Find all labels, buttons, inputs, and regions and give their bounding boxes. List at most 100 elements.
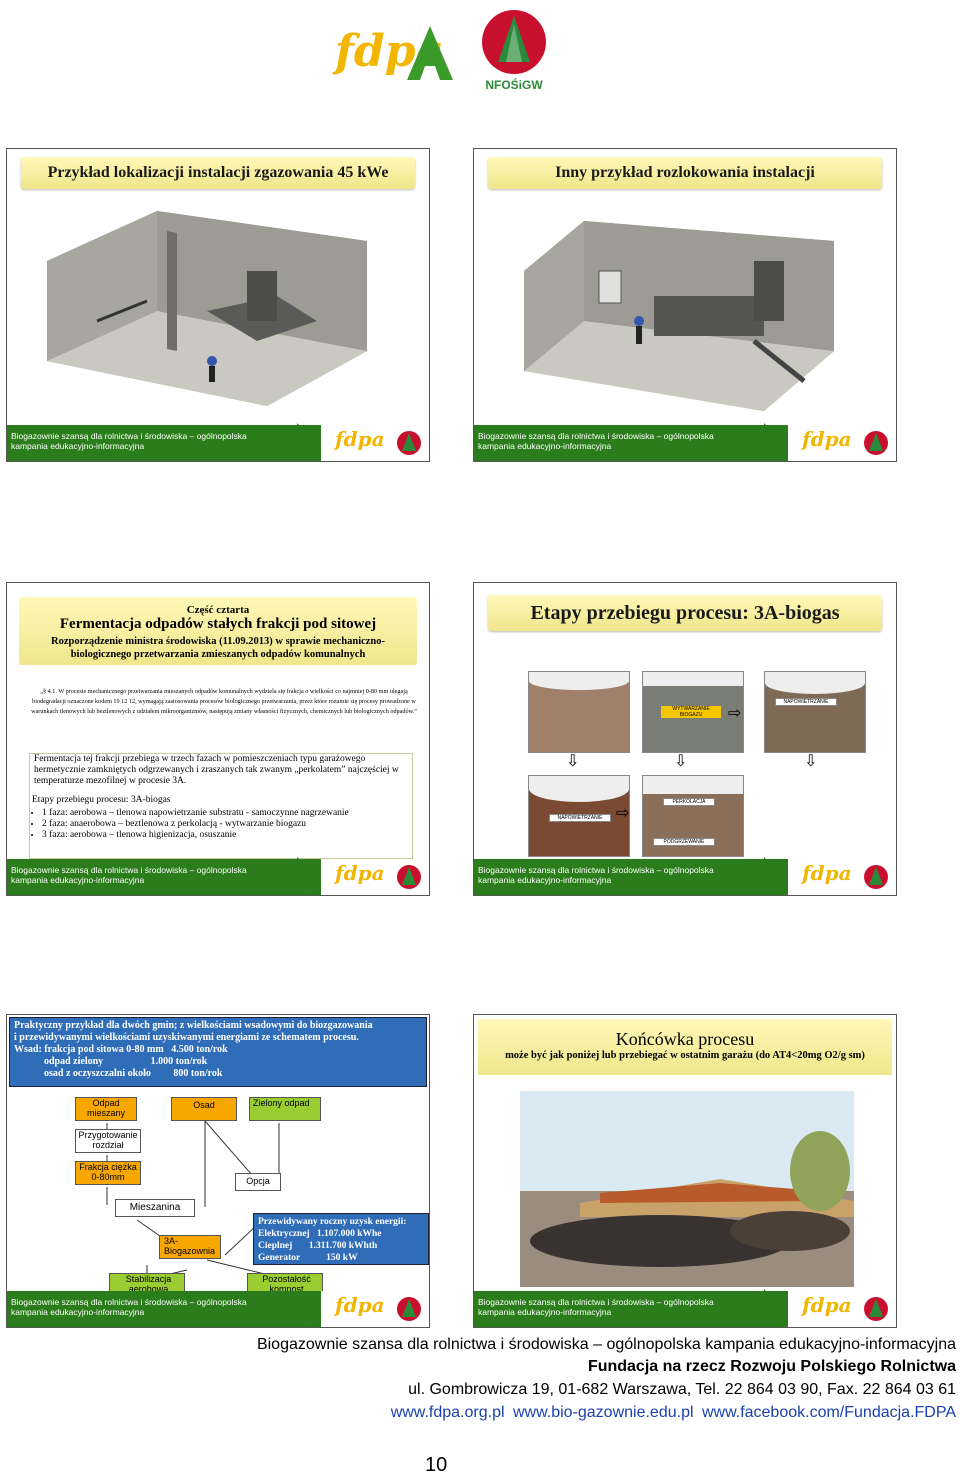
footer-logos: fdpa [788, 1291, 896, 1327]
footer-logos: fdpa [788, 859, 896, 895]
footer-text: Biogazownie szansą dla rolnictwa i środo… [11, 865, 247, 885]
slide-3-stages-list: 1 faza: aerobowa – tlenowa napowietrzani… [32, 808, 410, 841]
slide-5-info-box: Praktyczny przykład dla dwóch gmin; z wi… [9, 1017, 427, 1087]
nfosigw-emblem-icon [482, 10, 546, 74]
footer-fdpa-logo: fdpa [335, 1293, 385, 1317]
flow-frakcja: Frakcja ciężka 0-80mm [75, 1161, 141, 1185]
arrow-down-icon: ⇩ [566, 753, 580, 770]
slide-3: Część cztarta Fermentacja odpadów stałyc… [6, 582, 430, 896]
flow-opcja: Opcja [235, 1173, 281, 1191]
fdpa-logo: fdpa [335, 18, 465, 88]
panel-label-perc: PERKOLACJA [663, 798, 715, 806]
panel-4: NAPOWIETRZANIE [528, 775, 630, 857]
slide-1: Przykład lokalizacji instalacji zgazowan… [6, 148, 430, 462]
footer-text: Biogazownie szansą dla rolnictwa i środo… [478, 431, 714, 451]
nfosigw-text: NFOŚiGW [485, 78, 543, 92]
slide-6-subtitle: może być jak poniżej lub przebiegać w os… [505, 1050, 865, 1061]
flow-biogazownia: 3A-Biogazownia [159, 1235, 221, 1259]
footer-nfosigw-icon [397, 865, 421, 889]
slide-3-title: Fermentacja odpadów stałych frakcji pod … [59, 616, 377, 632]
info-line: odpad zielony 1.000 ton/rok [44, 1056, 208, 1067]
bottom-campaign-line: Biogazownie szansa dla rolnictwa i środo… [256, 1336, 956, 1353]
panel-label-biogas: WYTWARZANIE BIOGAZU [661, 706, 721, 718]
slide-6-footer: Biogazownie szansą dla rolnictwa i środo… [474, 1289, 896, 1327]
flow-zielony: Zielony odpad [249, 1097, 321, 1121]
footer-nfosigw-icon [397, 1297, 421, 1321]
slide-5: Praktyczny przykład dla dwóch gmin; z wi… [6, 1014, 430, 1328]
arrow-right-icon: ⇨ [728, 705, 742, 722]
footer-fdpa-logo: fdpa [802, 427, 852, 451]
footer-text: Biogazownie szansą dla rolnictwa i środo… [11, 431, 247, 451]
info-line: osad z oczyszczalni około 800 ton/rok [44, 1068, 223, 1079]
panel-label-aer-2: NAPOWIETRZANIE [549, 814, 611, 822]
footer-text: Biogazownie szansą dla rolnictwa i środo… [478, 865, 714, 885]
slide-6: Końcówka procesu może być jak poniżej lu… [473, 1014, 897, 1328]
gasification-room-illustration [47, 211, 367, 406]
stage-item: 3 faza: aerobowa – tlenowa higienizacja,… [42, 830, 410, 841]
slide-5-footer: Biogazownie szansą dla rolnictwa i środo… [7, 1289, 429, 1327]
footer-fdpa-logo: fdpa [802, 861, 852, 885]
bottom-links-line[interactable]: www.fdpa.org.pl www.bio-gazownie.edu.pl … [390, 1404, 956, 1421]
footer-fdpa-logo: fdpa [335, 861, 385, 885]
footer-arrow-icon [297, 857, 317, 895]
slide-4-footer: Biogazownie szansą dla rolnictwa i środo… [474, 857, 896, 895]
panel-3: NAPOWIETRZANIE [764, 671, 866, 753]
footer-arrow-icon [297, 1289, 317, 1327]
footer-arrow-icon [764, 423, 784, 461]
slide-3-quote: „§ 4.1. W procesie mechanicznego przetwa… [31, 688, 417, 715]
slide-1-footer: Biogazownie szansą dla rolnictwa i środo… [7, 423, 429, 461]
footer-fdpa-logo: fdpa [802, 1293, 852, 1317]
panel-2: WYTWARZANIE BIOGAZU [642, 671, 744, 753]
stage-item: 2 faza: anaerobowa – beztlenowa z perkol… [42, 819, 410, 830]
arrow-right-icon: ⇨ [616, 805, 630, 822]
arrow-down-icon: ⇩ [804, 753, 818, 770]
footer-text: Biogazownie szansą dla rolnictwa i środo… [11, 1297, 247, 1317]
panel-1 [528, 671, 630, 753]
info-line: Praktyczny przykład dla dwóch gmin; z wi… [14, 1020, 373, 1031]
compost-heap-photo [520, 1091, 854, 1287]
panel-label-aer-1: NAPOWIETRZANIE [775, 698, 837, 706]
tree-icon [407, 26, 453, 80]
footer-arrow-icon [297, 423, 317, 461]
energy-gen: Generator 150 kW [258, 1253, 358, 1263]
flow-mieszanina: Mieszanina [115, 1199, 195, 1217]
flow-osad: Osad [171, 1097, 237, 1121]
energy-title: Przewidywany roczny uzysk energii: [258, 1217, 407, 1227]
footer-fdpa-logo: fdpa [335, 427, 385, 451]
panel-label-heat: PODGRZEWANIE [653, 838, 715, 846]
slide-3-part: Część cztarta [186, 604, 250, 616]
info-line: Wsad: frakcja pod sitowa 0-80 mm 4.500 t… [14, 1044, 228, 1055]
footer-logos: fdpa [788, 425, 896, 461]
slide-6-title-band: Końcówka procesu może być jak poniżej lu… [478, 1019, 892, 1075]
slide-2-footer: Biogazownie szansą dla rolnictwa i środo… [474, 423, 896, 461]
flow-przygotowanie: Przygotowanie rozdział [75, 1129, 141, 1153]
panel-5: PERKOLACJA PODGRZEWANIE [642, 775, 744, 857]
bottom-address-line: ul. Gombrowicza 19, 01-682 Warszawa, Tel… [408, 1381, 956, 1398]
stage-item: 1 faza: aerobowa – tlenowa napowietrzani… [42, 808, 410, 819]
footer-text: Biogazownie szansą dla rolnictwa i środo… [478, 1297, 714, 1317]
page-number: 10 [425, 1454, 448, 1476]
slide-3-content-box: Fermentacja tej frakcji przebiega w trze… [29, 753, 413, 859]
slide-3-body: Fermentacja tej frakcji przebiega w trze… [34, 754, 399, 786]
slide-3-stages-title: Etapy przebiegu procesu: 3A-biogas [32, 795, 171, 805]
energy-el: Elektrycznej 1.107.000 kWhe [258, 1229, 382, 1239]
energy-th: Cieplnej 1.311.700 kWhth [258, 1241, 378, 1251]
info-line: i przewidywanymi wielkościami uzyskiwany… [14, 1032, 359, 1043]
slide-4: Etapy przebiegu procesu: 3A-biogas WYTWA… [473, 582, 897, 896]
installation-room-illustration [524, 221, 834, 411]
slide-2: Inny przykład rozlokowania instalacji Bi… [473, 148, 897, 462]
footer-logos: fdpa [321, 425, 429, 461]
footer-nfosigw-icon [864, 1297, 888, 1321]
slide-6-title: Końcówka procesu [615, 1029, 755, 1049]
slide-1-title: Przykład lokalizacji instalacji zgazowan… [21, 157, 415, 189]
bottom-foundation-line: Fundacja na rzecz Rozwoju Polskiego Roln… [587, 1358, 956, 1375]
footer-arrow-icon [764, 857, 784, 895]
footer-logos: fdpa [321, 859, 429, 895]
slide-3-title-band: Część cztarta Fermentacja odpadów stałyc… [19, 597, 417, 665]
footer-logos: fdpa [321, 1291, 429, 1327]
slide-4-title: Etapy przebiegu procesu: 3A-biogas [488, 595, 882, 631]
slide-3-subtitle: Rozporządzenie ministra środowiska (11.0… [50, 636, 386, 660]
slide-2-title: Inny przykład rozlokowania instalacji [488, 157, 882, 189]
flow-connectors [106, 1120, 280, 1278]
footer-nfosigw-icon [397, 431, 421, 455]
